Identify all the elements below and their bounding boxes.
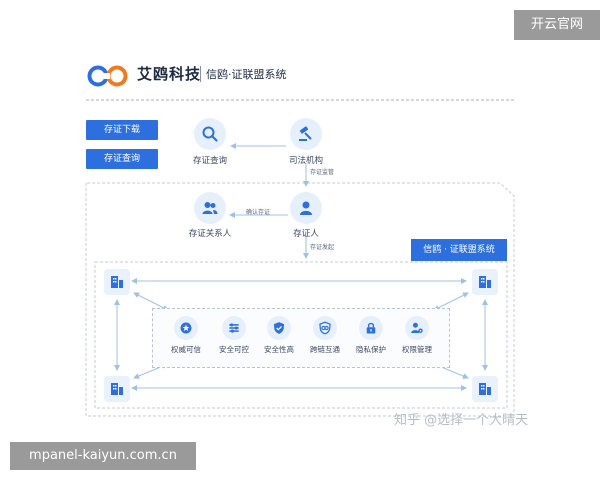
node-query-label: 存证查询 [192, 156, 227, 166]
node-holder-label: 存证人 [293, 229, 319, 239]
query-button[interactable]: 存证查询 [86, 149, 158, 169]
building-icon [479, 276, 491, 288]
building-icon [111, 276, 123, 288]
node-relation [194, 192, 226, 224]
edge-diag-tr [433, 292, 469, 311]
building-node-tr [472, 269, 498, 295]
brand-subtitle: 信鸥·证联盟系统 [206, 68, 287, 81]
node-judicial-label: 司法机构 [288, 156, 323, 166]
feature-label-3: 安全性高 [264, 345, 294, 354]
system-region [94, 261, 508, 409]
search-icon [202, 126, 218, 142]
feature-3: 安全性高 [251, 316, 307, 355]
feature-label-2: 安全可控 [219, 345, 249, 354]
shield-check-icon [267, 316, 291, 340]
feature-2: 安全可控 [206, 316, 262, 355]
watermark-top: 开云官网 [514, 10, 600, 40]
brand-name: 艾鸥科技 [137, 65, 202, 83]
building-icon [111, 383, 123, 395]
feature-label-5: 隐私保护 [356, 345, 386, 354]
outer-region [85, 182, 515, 417]
edge-label-initiate: 存证发起 [310, 244, 335, 251]
sliders-icon [222, 316, 246, 340]
watermark-zhihu: 知乎 @选择一个大晴天 [394, 413, 529, 428]
users-icon [202, 202, 218, 214]
feature-1: 权威可信 [158, 316, 214, 355]
feature-4: 跨链互通 [297, 316, 353, 355]
node-judicial [290, 118, 322, 150]
edge-label-confirm: 确认存证 [246, 209, 271, 216]
user-settings-icon [405, 316, 429, 340]
system-badge: 信鸥 · 证联盟系统 [411, 239, 507, 261]
node-holder [290, 192, 322, 224]
brand-separator [200, 66, 201, 82]
building-icon [479, 383, 491, 395]
feature-5: 隐私保护 [343, 316, 399, 355]
feature-label-6: 权限管理 [402, 345, 432, 354]
gavel-icon [299, 126, 312, 141]
star-badge-icon [174, 316, 198, 340]
brand-logo-icon [87, 65, 128, 87]
node-relation-label: 存证关系人 [188, 229, 232, 239]
feature-label-1: 权威可信 [171, 345, 201, 354]
node-query [194, 118, 226, 150]
link-shield-icon [313, 316, 337, 340]
building-node-bl [104, 376, 130, 402]
watermark-bottom: mpanel-kaiyun.com.cn [10, 442, 196, 470]
building-node-tl [104, 269, 130, 295]
user-icon [300, 201, 312, 215]
feature-label-4: 跨链互通 [310, 345, 340, 354]
edge-label-supervise: 存证监管 [310, 169, 335, 176]
edge-diag-tl [133, 292, 169, 311]
download-button[interactable]: 存证下载 [86, 120, 158, 140]
building-node-br [472, 376, 498, 402]
lock-icon [359, 316, 383, 340]
feature-panel [152, 308, 450, 368]
feature-6: 权限管理 [389, 316, 445, 355]
